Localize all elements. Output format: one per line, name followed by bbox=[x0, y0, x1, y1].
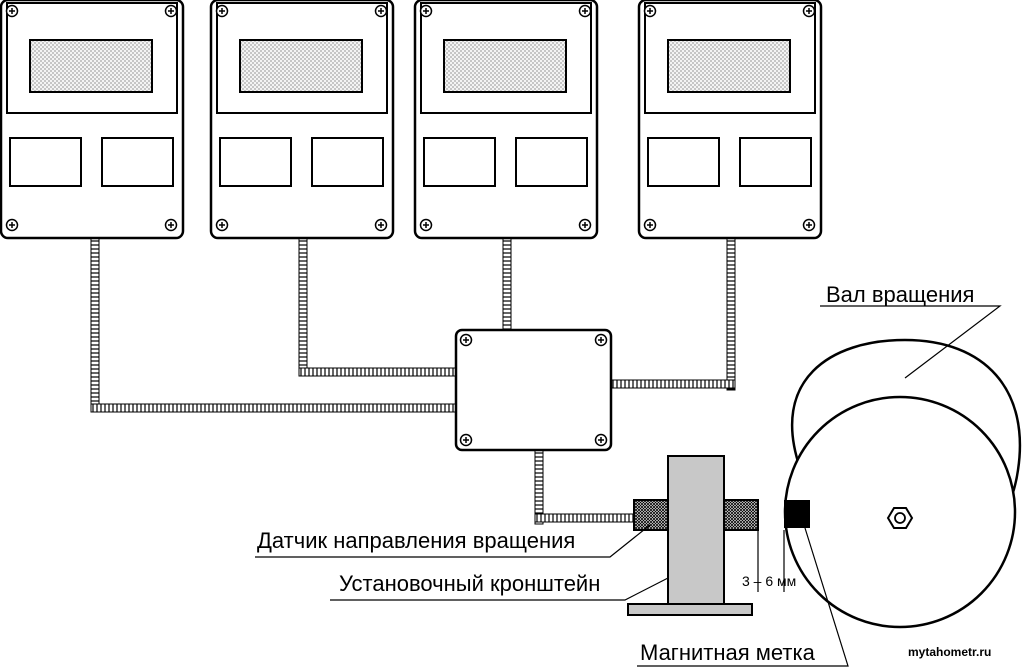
rotation-shaft bbox=[783, 338, 1022, 629]
bracket-label: Установочный кронштейн bbox=[339, 571, 600, 596]
display-unit-2 bbox=[209, 0, 395, 240]
shaft-label: Вал вращения bbox=[826, 282, 974, 307]
cable-1-horizontal bbox=[90, 403, 458, 413]
display-screen bbox=[667, 39, 791, 93]
bracket-post bbox=[667, 455, 725, 605]
sensor-body-right bbox=[723, 499, 759, 531]
cable-3-vertical bbox=[502, 237, 512, 333]
cable-1-vertical bbox=[90, 237, 100, 413]
button-right bbox=[515, 137, 588, 187]
display-screen bbox=[29, 39, 153, 93]
gap-label: 3 – 6 мм bbox=[742, 573, 796, 589]
sensor-body-left bbox=[633, 499, 669, 531]
cable-4-horizontal bbox=[610, 379, 736, 389]
button-left bbox=[647, 137, 720, 187]
junction-box bbox=[454, 328, 613, 452]
cables bbox=[90, 237, 736, 525]
display-unit-3 bbox=[413, 0, 599, 240]
button-right bbox=[101, 137, 174, 187]
sensor-leader bbox=[255, 524, 651, 558]
mounting-bracket bbox=[627, 455, 753, 616]
sensor-label: Датчик направления вращения bbox=[257, 528, 575, 553]
cable-sensor-horizontal bbox=[534, 513, 636, 523]
cable-2-vertical bbox=[298, 237, 308, 377]
button-right bbox=[311, 137, 384, 187]
button-left bbox=[9, 137, 82, 187]
direction-sensor bbox=[633, 499, 759, 531]
button-left bbox=[423, 137, 496, 187]
leader-lines bbox=[255, 305, 1002, 667]
bracket-leader bbox=[330, 577, 669, 601]
display-unit-1 bbox=[0, 0, 185, 240]
cable-4-vertical bbox=[726, 237, 736, 391]
magnet-label: Магнитная метка bbox=[640, 640, 816, 665]
cable-2-horizontal bbox=[298, 367, 458, 377]
button-left bbox=[219, 137, 292, 187]
display-unit-4 bbox=[637, 0, 823, 240]
display-screen bbox=[239, 39, 363, 93]
gap-dimension: 3 – 6 мм bbox=[742, 530, 796, 592]
shaft-leader bbox=[820, 305, 1002, 379]
bracket-base bbox=[627, 603, 753, 616]
magnet-leader bbox=[637, 527, 849, 667]
button-right bbox=[739, 137, 812, 187]
watermark: mytahometr.ru bbox=[908, 645, 991, 659]
magnetic-mark bbox=[784, 500, 810, 528]
display-screen bbox=[443, 39, 567, 93]
cable-sensor-vertical bbox=[534, 449, 544, 525]
